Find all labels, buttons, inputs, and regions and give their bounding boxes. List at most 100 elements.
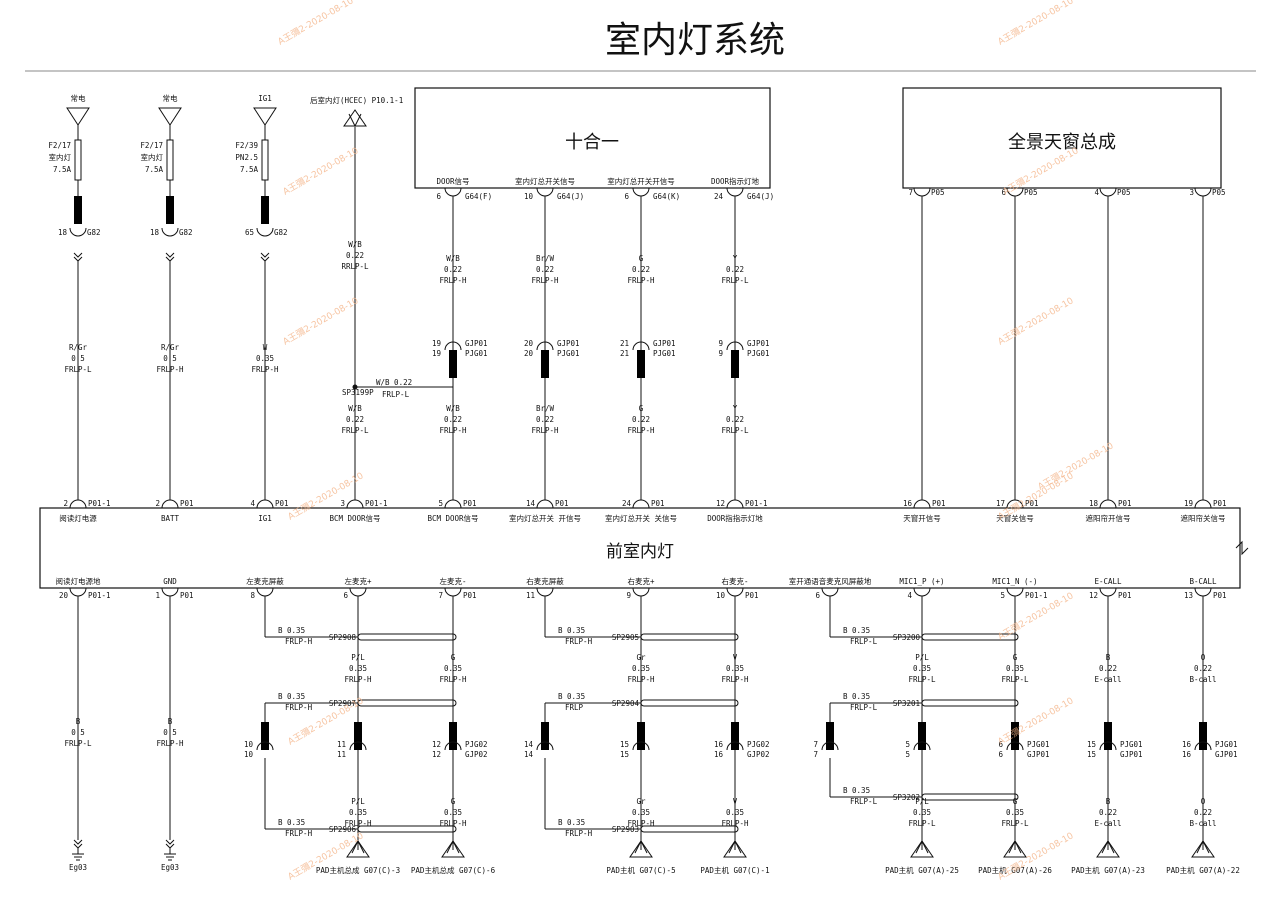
inline-connector bbox=[354, 722, 362, 750]
pin-number: 21 bbox=[620, 339, 629, 348]
wire-label: P/L bbox=[351, 797, 365, 806]
connector-id: P01 bbox=[275, 499, 289, 508]
connector-pin bbox=[536, 499, 554, 509]
connector-id: P05 bbox=[931, 188, 945, 197]
pin-number: 18 bbox=[1089, 499, 1099, 508]
wire-label: 0.22 bbox=[1099, 808, 1117, 817]
pin-function: GND bbox=[163, 577, 177, 586]
pin-number: 8 bbox=[250, 591, 255, 600]
wire-label: FRLP-H bbox=[627, 819, 655, 828]
power-source-icon bbox=[66, 107, 90, 126]
pin-number: 16 bbox=[714, 740, 724, 749]
chevron-icon bbox=[165, 252, 175, 262]
connector-id: P01 bbox=[463, 499, 477, 508]
connector-id: P01 bbox=[1213, 591, 1227, 600]
connector-id: P01 bbox=[1025, 499, 1039, 508]
shield-twist bbox=[640, 633, 739, 641]
chevron-icon bbox=[260, 252, 270, 262]
wire-label: FRLP-H bbox=[721, 675, 749, 684]
connector-id: P01-1 bbox=[88, 591, 111, 600]
connector-id: PJG01 bbox=[653, 349, 676, 358]
wire-label: B bbox=[1106, 653, 1111, 662]
pin-function: 右麦克- bbox=[721, 576, 748, 586]
pin-number: 10 bbox=[716, 591, 726, 600]
pin-function: 室内灯总开关 开信号 bbox=[509, 513, 581, 523]
pin-function: B-CALL bbox=[1189, 577, 1217, 586]
wire-label: B 0.35 bbox=[278, 692, 305, 701]
connector-pin bbox=[349, 741, 367, 751]
splice-id: SP3201 bbox=[893, 699, 920, 708]
pin-function: 遮阳帘关信号 bbox=[1181, 513, 1226, 523]
wire-label: W/B bbox=[348, 404, 362, 413]
terminal-mark bbox=[634, 839, 648, 854]
connector-pin bbox=[821, 741, 839, 751]
splice-id: SP2908 bbox=[329, 633, 357, 642]
wire-label: V bbox=[733, 653, 738, 662]
pin-number: 6 bbox=[815, 591, 820, 600]
pin-number: 24 bbox=[622, 499, 632, 508]
ground-id: Eg03 bbox=[161, 863, 179, 872]
terminal-icon bbox=[1096, 840, 1120, 858]
connector-pin bbox=[69, 587, 87, 597]
fuse-label: 7.5A bbox=[53, 165, 72, 174]
connector-pin bbox=[726, 341, 744, 351]
pin-number: 7 bbox=[908, 188, 913, 197]
connector-pin bbox=[444, 341, 462, 351]
wire-label: FRLP-H bbox=[439, 819, 467, 828]
connector-pin bbox=[632, 741, 650, 751]
wire-label: G bbox=[451, 797, 456, 806]
connector-pin bbox=[632, 341, 650, 351]
pin-number: 2 bbox=[155, 499, 160, 508]
connector-id: P01 bbox=[651, 499, 665, 508]
pin-number: 7 bbox=[813, 740, 818, 749]
connector-pin bbox=[1099, 499, 1117, 509]
pin-number: 19 bbox=[432, 349, 441, 358]
pin-number: 16 bbox=[903, 499, 913, 508]
connector-id: GJP01 bbox=[1215, 750, 1238, 759]
connector-id: G82 bbox=[274, 228, 288, 237]
connector-pin bbox=[536, 741, 554, 751]
pin-function: BATT bbox=[161, 514, 180, 523]
connector-pin bbox=[821, 587, 839, 597]
connector-pin bbox=[444, 587, 462, 597]
wire-label: R/Gr bbox=[161, 343, 180, 352]
wire-label: W/B bbox=[446, 254, 460, 263]
connector-pin bbox=[1099, 741, 1117, 751]
fuse-icon bbox=[74, 139, 82, 181]
wire-label: 0.35 bbox=[726, 808, 744, 817]
connector-id: P05 bbox=[1024, 188, 1038, 197]
connector-id: PJG02 bbox=[465, 740, 488, 749]
connector-id: GJP01 bbox=[465, 339, 488, 348]
wire-label: FRLP-L bbox=[850, 637, 878, 646]
pin-number: 65 bbox=[245, 228, 254, 237]
wire-label: O bbox=[1201, 797, 1206, 806]
wire-label: FRLP-H bbox=[565, 637, 593, 646]
pin-number: 10 bbox=[244, 750, 254, 759]
connector-pin bbox=[256, 587, 274, 597]
fuse-label: F2/39 bbox=[235, 141, 258, 150]
connector-id: GJP02 bbox=[465, 750, 488, 759]
pin-number: 5 bbox=[905, 750, 910, 759]
signal-label: 室内灯总开关信号 bbox=[515, 176, 575, 186]
wire-label: P/L bbox=[915, 653, 929, 662]
pin-number: 14 bbox=[524, 740, 534, 749]
wire-label: E-call bbox=[1094, 819, 1121, 828]
pin-number: 5 bbox=[438, 499, 443, 508]
ten-in-one-label: 十合一 bbox=[565, 132, 619, 153]
shield-twist bbox=[357, 825, 457, 833]
terminal-mark bbox=[1008, 839, 1022, 854]
connector-id: P01 bbox=[180, 591, 194, 600]
wire-label: FRLP-H bbox=[531, 426, 559, 435]
terminal-label: PAD主机 G07(A)-23 bbox=[1071, 865, 1145, 875]
connector-id: P01-1 bbox=[365, 499, 388, 508]
connector-pin bbox=[161, 587, 179, 597]
rear-lamp-icon bbox=[343, 109, 367, 127]
wire-label: 0.22 bbox=[444, 265, 462, 274]
pin-number: 13 bbox=[1184, 591, 1193, 600]
connector-id: P01 bbox=[1118, 591, 1132, 600]
wire-label: FRLP-H bbox=[251, 365, 279, 374]
wire-label: 0.22 bbox=[1194, 808, 1212, 817]
splice-id: SP2905 bbox=[612, 633, 639, 642]
connector-pin bbox=[632, 499, 650, 509]
fuse-icon bbox=[261, 139, 269, 181]
